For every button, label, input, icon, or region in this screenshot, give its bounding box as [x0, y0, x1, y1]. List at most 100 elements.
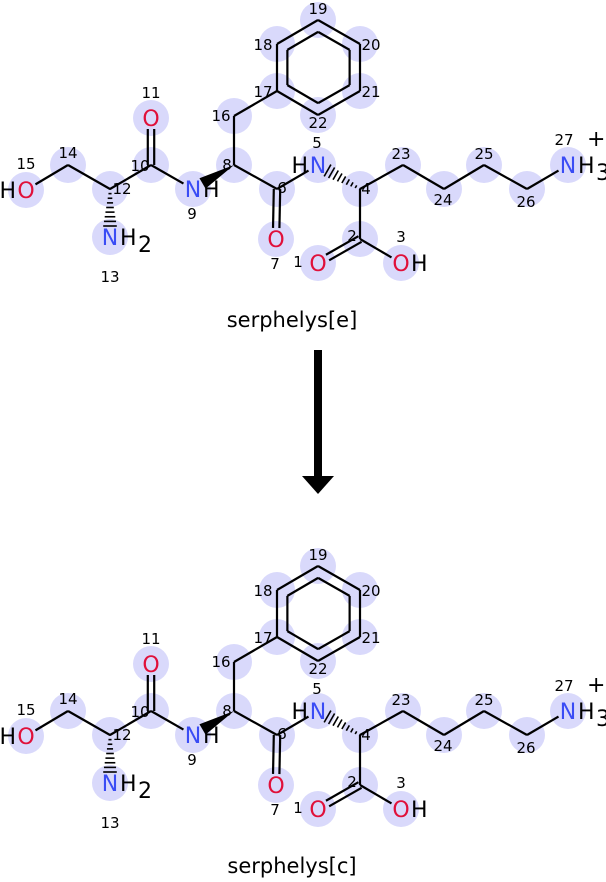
- bond-23-24: [402, 710, 445, 736]
- atom-label-9: N: [185, 724, 201, 749]
- atom-highlight-3: [383, 245, 419, 281]
- atom-number-20: 20: [361, 36, 380, 54]
- bond-22-17: [276, 90, 319, 116]
- atom-number-18: 18: [253, 36, 272, 54]
- bond-19-20-inner: [317, 30, 351, 51]
- atom-number-11: 11: [141, 630, 160, 648]
- atom-number-22: 22: [308, 660, 327, 678]
- bond-8-9-wedge: [199, 165, 234, 189]
- bond-21-22: [317, 90, 361, 116]
- atom-charge-27: +: [587, 673, 605, 698]
- bond-18-19: [276, 565, 319, 591]
- atom-number-14: 14: [58, 690, 77, 708]
- atom-label-15: O: [17, 725, 34, 750]
- bond-12-10: [109, 164, 152, 190]
- atom-subscript-27: 3: [596, 161, 606, 186]
- bond-21-22: [317, 636, 361, 662]
- bond-21-22-inner: [317, 630, 351, 651]
- atom-number-19: 19: [308, 0, 327, 18]
- bond-14-12: [67, 164, 111, 190]
- bond-2-1-second: [328, 240, 363, 262]
- bond-19-20: [317, 565, 361, 591]
- atom-highlight-11: [133, 646, 169, 682]
- atom-highlight-7: [258, 221, 294, 257]
- bonds: [34, 19, 560, 262]
- bonds: [34, 565, 560, 808]
- bond-18-19-inner: [286, 30, 319, 51]
- atom-number-13: 13: [100, 268, 119, 286]
- atom-number-16: 16: [211, 653, 230, 671]
- reaction-arrow: [302, 350, 334, 494]
- atom-highlight-13: [92, 765, 128, 801]
- atom-label-13: N: [102, 226, 118, 251]
- atom-number-11: 11: [141, 84, 160, 102]
- atom-suffix-3: H: [411, 798, 428, 823]
- bond-19-20-inner: [317, 576, 351, 597]
- bond-4-5-hash: [323, 164, 362, 191]
- atom-number-10: 10: [130, 703, 149, 721]
- atom-number-25: 25: [474, 145, 493, 163]
- atom-number-21: 21: [361, 629, 380, 647]
- atom-number-7: 7: [270, 801, 280, 819]
- atom-number-21: 21: [361, 83, 380, 101]
- atom-charge-27: +: [587, 127, 605, 152]
- bond-24-25: [443, 710, 485, 736]
- atom-number-4: 4: [361, 180, 371, 198]
- atom-number-20: 20: [361, 582, 380, 600]
- atom-label-13: N: [102, 772, 118, 797]
- atom-number-18: 18: [253, 582, 272, 600]
- bond-23-24: [402, 164, 445, 190]
- atom-label-27: N: [560, 154, 576, 179]
- bond-22-17-inner: [286, 630, 319, 651]
- bond-21-22-inner: [317, 84, 351, 105]
- atom-number-23: 23: [391, 691, 410, 709]
- atom-number-3: 3: [396, 774, 406, 792]
- atom-prefix-15: H: [0, 725, 16, 750]
- atom-label-1: O: [309, 798, 326, 823]
- atom-number-8: 8: [222, 156, 232, 174]
- bond-2-1: [325, 781, 359, 802]
- atom-label-9: N: [185, 178, 201, 203]
- atom-prefix-5: H: [291, 700, 308, 725]
- atom-number-3: 3: [396, 228, 406, 246]
- bond-18-19: [276, 19, 319, 45]
- atom-subscript-13: 2: [138, 779, 152, 804]
- atom-label-15: O: [17, 179, 34, 204]
- atom-highlights: [8, 548, 586, 827]
- bond-6-5: [276, 715, 310, 736]
- atom-number-10: 10: [130, 157, 149, 175]
- atom-highlight-15: [8, 718, 44, 754]
- bond-15-14: [34, 710, 69, 732]
- atom-number-1: 1: [293, 253, 303, 271]
- bond-10-9: [150, 164, 184, 185]
- atom-number-26: 26: [516, 193, 535, 211]
- atom-highlight-13: [92, 219, 128, 255]
- atom-number-24: 24: [433, 191, 452, 209]
- atom-highlight-5: [300, 693, 336, 729]
- bond-6-7-second: [278, 189, 282, 229]
- atom-number-8: 8: [222, 702, 232, 720]
- atom-number-17: 17: [253, 629, 272, 647]
- arrow-shaft: [314, 350, 322, 480]
- bond-12-10: [109, 710, 152, 736]
- atom-suffix-13: H: [120, 226, 137, 251]
- atom-label-27: N: [560, 700, 576, 725]
- bond-16-17: [233, 636, 278, 663]
- atom-label-11: O: [142, 653, 159, 678]
- atom-number-24: 24: [433, 737, 452, 755]
- bond-26-27: [526, 169, 560, 190]
- atom-number-15: 15: [16, 155, 35, 173]
- atom-highlight-27: [550, 693, 586, 729]
- molecule-name-bottom: serphelys[c]: [227, 854, 357, 878]
- atom-number-23: 23: [391, 145, 410, 163]
- atom-number-19: 19: [308, 546, 327, 564]
- atom-number-13: 13: [100, 814, 119, 832]
- atom-label-5: N: [310, 154, 326, 179]
- bond-19-20: [317, 19, 361, 45]
- atom-subscript-13: 2: [138, 233, 152, 258]
- atom-number-9: 9: [187, 751, 197, 769]
- atom-number-6: 6: [277, 179, 287, 197]
- atom-highlight-5: [300, 147, 336, 183]
